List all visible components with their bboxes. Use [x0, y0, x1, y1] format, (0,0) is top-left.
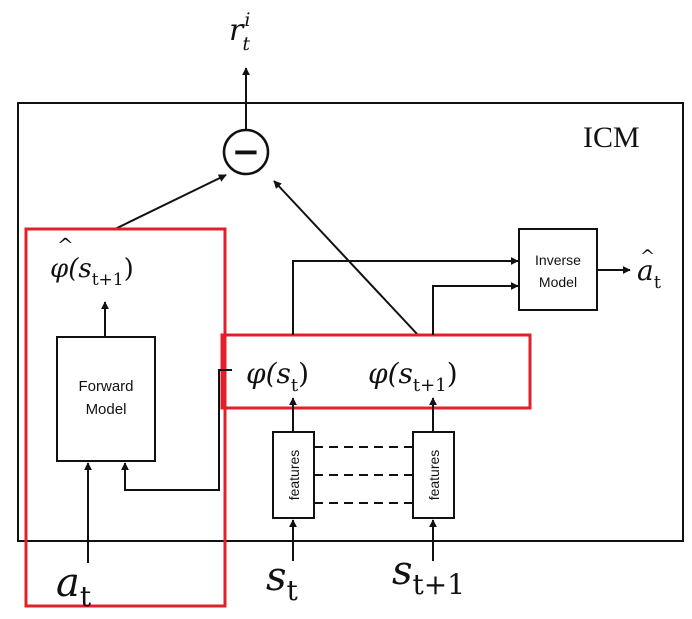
feature-highlight — [220, 333, 532, 410]
phi-hat-next-label: φ(st+1) — [50, 254, 134, 290]
icm-title: ICM — [583, 121, 640, 154]
minus-symbol: − — [232, 132, 261, 172]
phi-st-to-inverse-connector — [292, 257, 519, 335]
forward-model-line2: Model — [86, 401, 127, 418]
forward-to-subtract-arrow — [114, 174, 227, 230]
inverse-model-line1: Inverse — [535, 252, 581, 268]
feature-encoder-st1-label: features — [426, 450, 442, 501]
phi-next-to-subtract-arrow — [273, 180, 419, 336]
forward-model-line1: Forward — [78, 378, 133, 395]
feature-encoder-st-label: features — [286, 450, 302, 501]
phi-to-forward-connector — [121, 369, 232, 491]
subtract-node — [222, 128, 270, 176]
predicted-action-accent: ^ — [640, 246, 655, 267]
phi-st1-label: φ(st+1) — [368, 357, 458, 396]
feature-encoder-st1 — [412, 431, 455, 519]
forward-model-box — [56, 336, 156, 462]
state-st1-label: st+1 — [392, 548, 465, 601]
inverse-model-line2: Model — [539, 274, 577, 290]
icm-module-frame — [17, 102, 684, 542]
inverse-model-box — [518, 228, 598, 311]
state-st-label: st — [266, 554, 299, 607]
shared-weights-links — [314, 446, 413, 504]
forward-model-highlight — [24, 227, 227, 608]
predicted-action-label: at — [637, 254, 662, 293]
phi-st1-to-inverse-connector — [432, 282, 519, 335]
action-input-label: at — [56, 560, 92, 613]
phi-st-label: φ(st) — [246, 357, 309, 396]
phi-hat-accent: ^ — [57, 233, 74, 257]
